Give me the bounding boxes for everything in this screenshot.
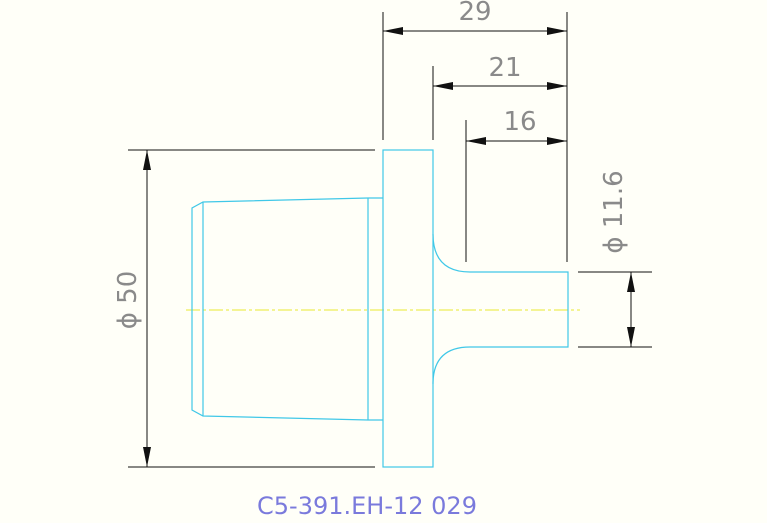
dimension-stem-diameter-text: ϕ 11.6 — [599, 170, 629, 253]
dimension-stem-diameter: ϕ 11.6 — [578, 170, 652, 348]
body-outline — [191, 197, 369, 421]
dimension-flange-diameter-text: ϕ 50 — [113, 271, 143, 330]
dimension-29-text: 29 — [458, 0, 491, 27]
dimension-21: 21 — [432, 53, 567, 140]
dimension-16-text: 16 — [503, 107, 536, 137]
dimension-flange-diameter: ϕ 50 — [113, 149, 375, 468]
part-number: C5-391.EH-12 029 — [257, 492, 477, 520]
dimension-29: 29 — [382, 0, 568, 262]
dimension-16: 16 — [465, 107, 567, 262]
body-step — [367, 197, 383, 421]
part-outline — [191, 149, 569, 468]
dimension-21-text: 21 — [488, 53, 521, 83]
stem-outline — [432, 233, 569, 385]
flange — [382, 149, 434, 468]
